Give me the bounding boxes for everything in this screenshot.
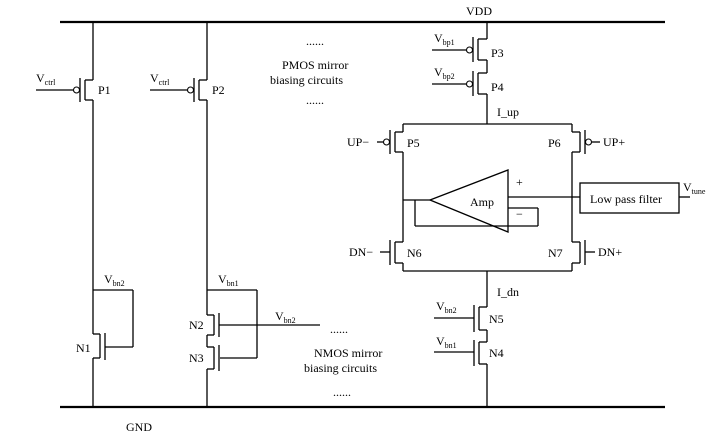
vbn1-label-2: Vbn1	[218, 272, 239, 288]
amp-plus: +	[516, 175, 523, 189]
bottom-current-sink: I_dn Vbn2 N5 Vbn1 N4	[434, 271, 519, 407]
vbn2-label-1: Vbn2	[104, 272, 125, 288]
svg-text:biasing circuits: biasing circuits	[270, 73, 343, 87]
svg-text:PMOS mirror: PMOS mirror	[282, 58, 348, 72]
svg-text:......: ......	[306, 93, 324, 107]
top-current-source: Vbp1 P3 Vbp2 P4 I_up	[432, 22, 519, 124]
svg-text:......: ......	[333, 385, 351, 399]
lpf-label: Low pass filter	[590, 192, 662, 206]
p3-gate-label: Vbp1	[434, 31, 455, 47]
i-dn-label: I_dn	[497, 285, 519, 299]
p2-label: P2	[212, 83, 225, 97]
p2-gate-label: Vctrl	[150, 71, 170, 87]
pmos-mirror-note: ...... PMOS mirror biasing circuits ....…	[270, 34, 348, 107]
n5-gate-label: Vbn2	[436, 299, 457, 315]
low-pass-filter: Low pass filter Vtune	[579, 180, 706, 214]
svg-text:......: ......	[330, 322, 348, 336]
n1-label: N1	[76, 341, 91, 355]
n4-gate-label: Vbn1	[436, 334, 457, 350]
p2-gate-bubble	[186, 86, 195, 94]
svg-text:NMOS mirror: NMOS mirror	[314, 346, 382, 360]
n7-ctrl-label: DN+	[598, 245, 622, 259]
p6-label: P6	[548, 136, 561, 150]
i-up-label: I_up	[497, 105, 519, 119]
p4-label: P4	[491, 80, 504, 94]
p1-gate-label: Vctrl	[36, 71, 56, 87]
n6-ctrl-label: DN−	[349, 245, 373, 259]
p1-label: P1	[98, 83, 111, 97]
amp-minus: −	[516, 207, 523, 221]
p3-label: P3	[491, 46, 504, 60]
nmos-mirror-note: ...... NMOS mirror biasing circuits ....…	[304, 322, 382, 399]
p4-gate-label: Vbp2	[434, 65, 455, 81]
n2-label: N2	[189, 318, 204, 332]
svg-text:......: ......	[306, 34, 324, 48]
n6-label: N6	[407, 246, 422, 260]
amp-label: Amp	[470, 195, 494, 209]
n4-label: N4	[489, 346, 504, 360]
lpf-box	[579, 182, 680, 214]
p5-label: P5	[407, 136, 420, 150]
gnd-label: GND	[126, 420, 152, 434]
amp-triangle	[428, 169, 509, 233]
branch-1: Vctrl P1 Vbn2 N1	[36, 22, 134, 407]
n5-label: N5	[489, 312, 504, 326]
vbn2-label-2: Vbn2	[275, 309, 296, 325]
p5-ctrl-label: UP−	[347, 135, 369, 149]
p6-ctrl-label: UP+	[603, 135, 625, 149]
p1-gate-bubble	[72, 86, 81, 94]
branch-2: Vctrl P2 Vbn1 Vbn2 N2 N3	[150, 22, 320, 407]
n3-label: N3	[189, 351, 204, 365]
svg-text:biasing circuits: biasing circuits	[304, 361, 377, 375]
n7-label: N7	[548, 246, 563, 260]
vtune-label: Vtune	[683, 180, 706, 196]
vdd-label: VDD	[466, 4, 492, 18]
switch-core: UP− P5 UP+ P6 Amp + − DN− N6	[347, 123, 625, 272]
